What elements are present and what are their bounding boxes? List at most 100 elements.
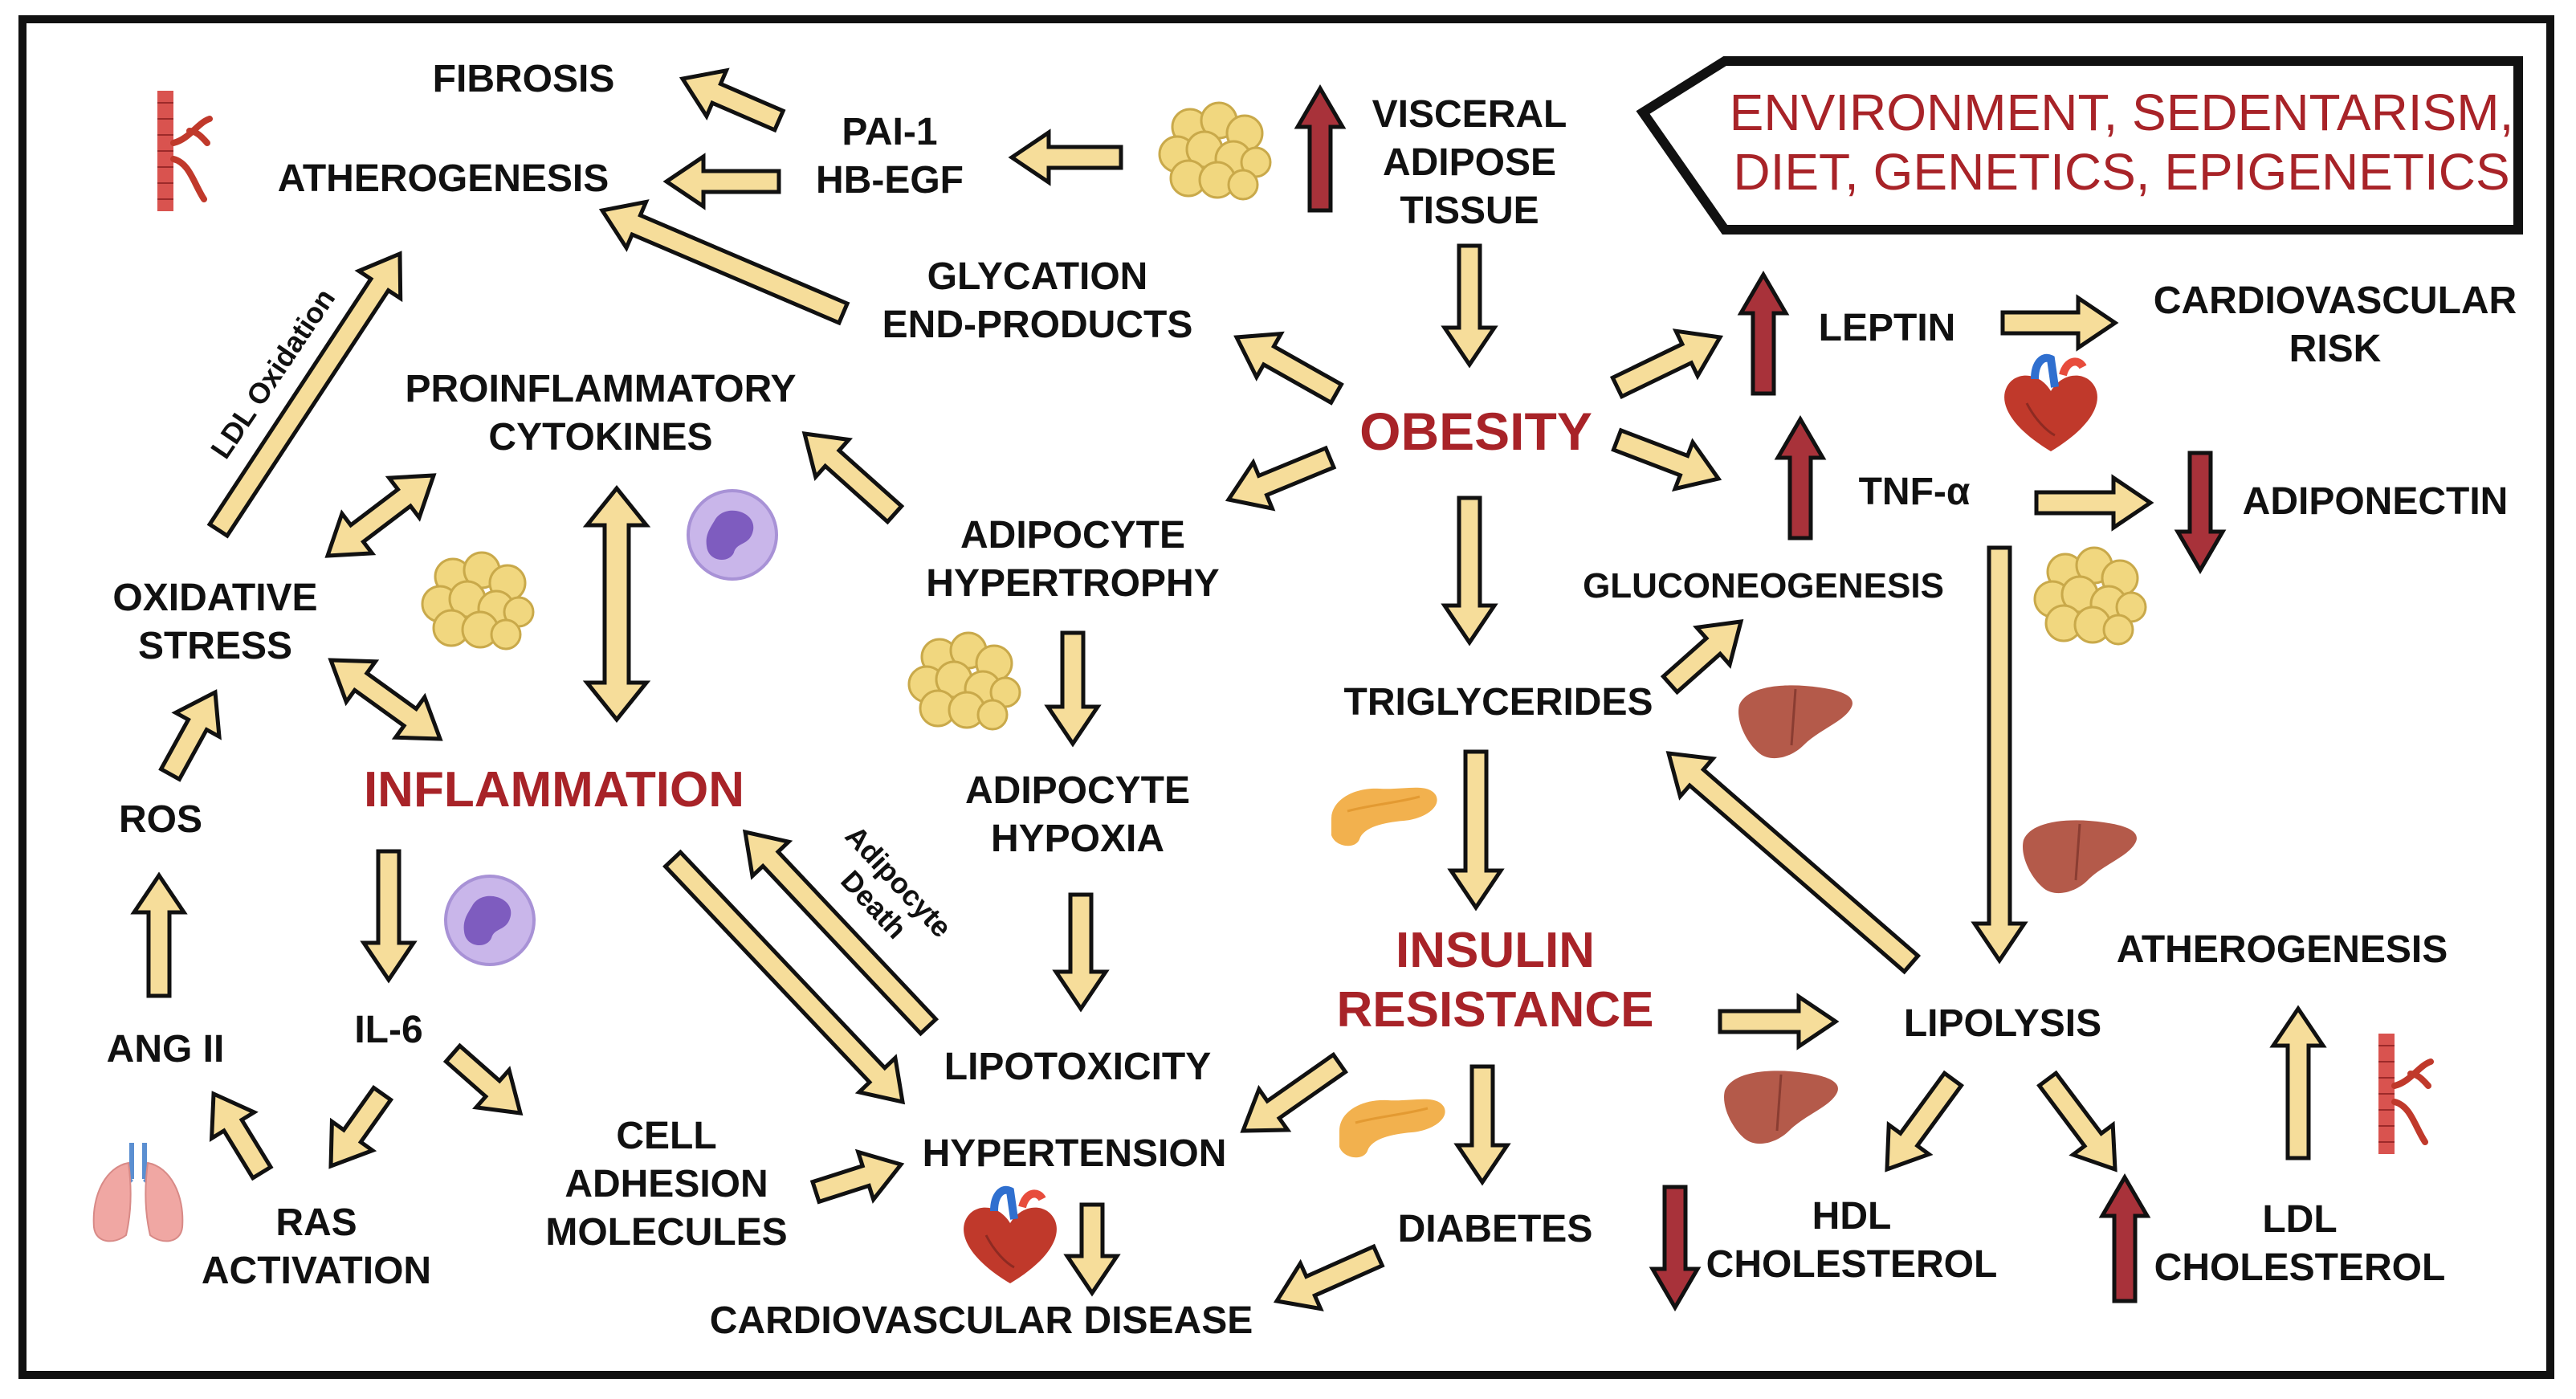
arrow-lipolysis-to-triglycerides [1665, 751, 1922, 975]
arrow-pai1-to-fibrosis [679, 67, 786, 133]
arrow-insulin-to-hypertension [1240, 1051, 1348, 1133]
label-visceral-3: TISSUE [1400, 190, 1539, 232]
label-cvd: CARDIOVASCULAR DISEASE [710, 1299, 1253, 1342]
label-ros: ROS [119, 798, 202, 841]
label-glycation-1: GLYCATION [927, 255, 1148, 298]
arrow-oxidative-inflammation [328, 658, 443, 741]
arrow-ldl-to-atherogenesis [2269, 1005, 2327, 1160]
label-ras-2: ACTIVATION [202, 1250, 431, 1292]
arrow-obesity-to-leptin [1609, 328, 1724, 400]
label-cv-risk-1: CARDIOVASCULAR [2154, 279, 2517, 322]
red-arrow-visceral-up [1294, 84, 1347, 213]
fat-cells-icon-right [2033, 546, 2147, 646]
red-arrow-hdl-down [1649, 1185, 1702, 1311]
arrow-tnf-to-lipolysis [1971, 545, 2028, 965]
arrows-layer [130, 67, 2327, 1311]
arrow-obesity-to-hypertrophy [1225, 445, 1337, 512]
label-adiponectin: ADIPONECTIN [2243, 480, 2509, 523]
arrow-ras-to-angii [209, 1091, 274, 1181]
label-fibrosis: FIBROSIS [433, 58, 615, 100]
arrow-diabetes-to-cvd [1273, 1243, 1385, 1311]
label-cell-adhesion-1: CELL [616, 1115, 716, 1157]
arrow-il6-to-ras [328, 1085, 394, 1169]
label-ldl-2: CHOLESTEROL [2154, 1246, 2446, 1289]
label-visceral-2: ADIPOSE [1383, 141, 1556, 184]
label-adipocyte-hypoxia-2: HYPOXIA [991, 818, 1164, 860]
label-adipocyte-hypoxia-1: ADIPOCYTE [965, 769, 1190, 812]
fat-cells-icon-hypertrophy [907, 631, 1021, 731]
red-arrow-adiponectin-down [2174, 451, 2227, 574]
label-glycation-2: END-PRODUCTS [882, 304, 1193, 346]
fat-cells-icon-left [421, 551, 535, 651]
label-diabetes: DIABETES [1398, 1208, 1593, 1250]
banner-line-2: DIET, GENETICS, EPIGENETICS [1733, 143, 2509, 201]
label-ang-ii: ANG II [107, 1028, 225, 1071]
arrow-hypoxia-to-lipotoxicity [1052, 892, 1110, 1013]
label-lipolysis: LIPOLYSIS [1904, 1002, 2101, 1045]
arrow-triglycerides-to-gluconeogenesis [1660, 619, 1744, 695]
label-hb-egf: HB-EGF [816, 159, 964, 202]
arrow-adipocyte-death [742, 829, 940, 1037]
arrow-obesity-to-tnf [1611, 427, 1722, 492]
arrow-ldl-oxidation [206, 251, 403, 539]
arrow-visceral-to-obesity [1441, 243, 1498, 369]
label-obesity: OBESITY [1359, 402, 1592, 461]
label-hdl-2: CHOLESTEROL [1706, 1243, 1998, 1286]
label-hdl-1: HDL [1812, 1195, 1892, 1238]
label-ldl-1: LDL [2262, 1198, 2337, 1241]
immune-cell-icon-bottom [444, 875, 536, 966]
label-visceral-1: VISCERAL [1372, 93, 1567, 136]
arrow-insulin-to-lipolysis [1718, 993, 1840, 1050]
label-adipocyte-hypertrophy-1: ADIPOCYTE [960, 514, 1185, 557]
label-gluconeogenesis: GLUCONEOGENESIS [1583, 566, 1944, 606]
immune-cell-icon-top [687, 489, 778, 581]
arrow-celladhesion-to-hypertension [809, 1148, 905, 1205]
arrow-obesity-to-glycation [1233, 331, 1344, 406]
label-atherogenesis-right: ATHEROGENESIS [2117, 928, 2448, 971]
arrow-obesity-to-triglycerides [1441, 496, 1498, 646]
red-arrow-leptin-up [1737, 271, 1790, 396]
arrow-hbegf-to-atherogenesis [662, 153, 781, 210]
label-proinflammatory-2: CYTOKINES [488, 416, 712, 459]
label-leptin: LEPTIN [1819, 307, 1956, 349]
arrow-visceral-to-pai1 [1008, 128, 1123, 186]
label-cell-adhesion-3: MOLECULES [545, 1211, 787, 1254]
arrow-lipolysis-to-ldl [2036, 1070, 2117, 1173]
label-triglycerides: TRIGLYCERIDES [1344, 681, 1653, 724]
arrow-il6-to-celladhesion [442, 1042, 524, 1116]
label-oxidative-1: OXIDATIVE [112, 577, 317, 619]
label-cell-adhesion-2: ADHESION [565, 1163, 768, 1205]
label-adipocyte-hypertrophy-2: HYPERTROPHY [926, 562, 1219, 605]
label-tnf-alpha: TNF-α [1859, 471, 1971, 513]
arrow-triglycerides-to-insulin [1447, 749, 1505, 912]
arrow-tnf-to-adiponectin [2034, 474, 2154, 532]
arrow-glycation-to-atherogenesis [598, 199, 850, 326]
banner-line-1: ENVIRONMENT, SEDENTARISM, [1730, 84, 2514, 141]
arrow-inflammation-to-hypertension [662, 849, 906, 1105]
label-inflammation: INFLAMMATION [364, 762, 744, 818]
fat-cells-icon-visceral [1158, 101, 1272, 201]
arrow-insulin-to-diabetes [1453, 1064, 1511, 1186]
arrow-hypertrophy-to-hypoxia [1044, 630, 1102, 748]
arrow-hypertension-to-cvd [1063, 1202, 1121, 1297]
arrow-leptin-to-cvrisk [2000, 294, 2119, 352]
arrow-ros-to-oxidative [158, 689, 222, 782]
arrow-lipolysis-to-hdl [1885, 1070, 1964, 1173]
label-cv-risk-2: RISK [2289, 328, 2382, 370]
arrow-angii-to-ros [130, 871, 188, 998]
label-insulin-resistance-1: INSULIN [1396, 923, 1595, 978]
label-pai1: PAI-1 [842, 111, 937, 153]
red-arrow-tnf-up [1774, 415, 1827, 540]
label-insulin-resistance-2: RESISTANCE [1336, 982, 1653, 1038]
arrow-inflammation-to-il6 [360, 849, 418, 984]
label-atherogenesis-top: ATHEROGENESIS [278, 157, 609, 200]
label-oxidative-2: STRESS [138, 625, 292, 667]
banner-environment: ENVIRONMENT, SEDENTARISM, DIET, GENETICS… [1636, 56, 2523, 235]
label-il6: IL-6 [354, 1009, 422, 1051]
label-proinflammatory-1: PROINFLAMMATORY [405, 368, 796, 410]
red-arrow-ldl-up [2098, 1173, 2151, 1303]
label-lipotoxicity: LIPOTOXICITY [944, 1046, 1211, 1088]
arrow-proinflammatory-inflammation [582, 485, 651, 723]
arrow-hypertrophy-to-proinflammatory [801, 431, 905, 525]
